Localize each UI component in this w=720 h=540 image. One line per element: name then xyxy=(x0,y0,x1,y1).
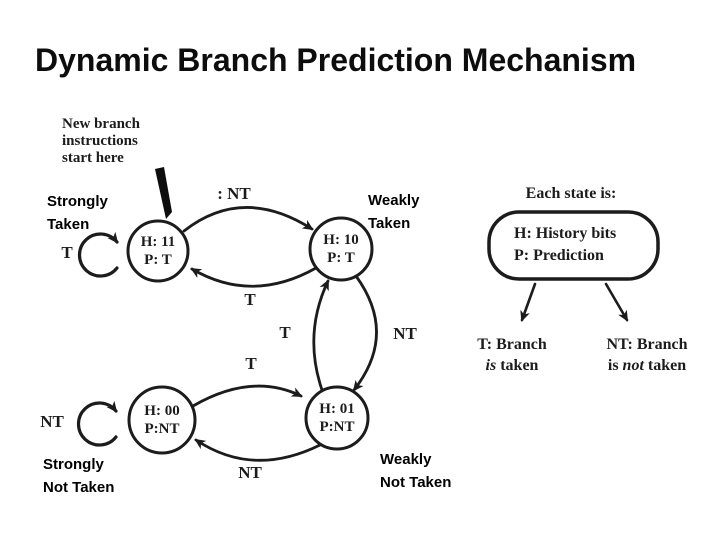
transition-label-t-upper: T xyxy=(244,290,256,309)
start-note-line2: instructions xyxy=(62,133,138,149)
start-note: New branch instructions start here xyxy=(62,116,140,167)
legend-not-taken: NT: Branch is not taken xyxy=(606,334,687,376)
arc-weakly-not-taken-to-weakly-taken xyxy=(312,279,330,392)
legend-history-bits: H: History bits xyxy=(514,225,617,242)
legend-not-taken-pre: is xyxy=(607,357,623,374)
arc-strongly-not-taken-to-weakly-not-taken xyxy=(191,384,303,408)
self-loop-strongly-not-taken xyxy=(76,400,118,447)
self-loop-strongly-taken xyxy=(77,231,119,278)
state-history: H: 10 xyxy=(323,232,359,248)
label-weakly-taken: Weakly Taken xyxy=(368,189,419,235)
legend-taken-line1: T: Branch xyxy=(477,336,547,353)
label-line: Not Taken xyxy=(380,474,452,491)
state-prediction: P: T xyxy=(327,250,355,266)
legend-not-taken-line2: is not taken xyxy=(606,355,687,376)
start-note-line3: start here xyxy=(62,150,124,166)
transition-label-nt-top: : NT xyxy=(217,184,251,203)
arc-weakly-not-taken-to-strongly-not-taken xyxy=(194,438,322,462)
start-arrow xyxy=(155,167,172,219)
state-prediction: P:NT xyxy=(144,421,180,437)
transition-label-nt-down: NT xyxy=(393,324,417,343)
legend-prediction: P: Prediction xyxy=(514,247,604,264)
legend-box-text: H: History bits P: Prediction xyxy=(514,223,616,267)
state-circle-strongly-not-taken xyxy=(127,385,197,455)
label-line: Strongly xyxy=(43,456,104,473)
label-line: Strongly xyxy=(47,193,108,210)
transition-label-t-up: T xyxy=(279,323,291,342)
label-line: Taken xyxy=(368,215,411,232)
start-note-line1: New branch xyxy=(62,116,140,132)
label-weakly-not-taken: Weakly Not Taken xyxy=(380,448,451,494)
legend-box xyxy=(487,210,660,281)
legend-arrow-taken xyxy=(520,282,537,322)
legend-taken-line2: is taken xyxy=(477,355,546,376)
legend-taken: T: Branch is taken xyxy=(477,334,546,376)
label-strongly-not-taken: Strongly Not Taken xyxy=(43,453,114,499)
arc-weakly-taken-to-strongly-taken xyxy=(190,266,318,288)
state-text-strongly-not-taken: H: 00 P:NT xyxy=(144,402,179,438)
arc-weakly-taken-to-weakly-not-taken xyxy=(352,274,378,392)
state-history: H: 01 xyxy=(319,401,355,417)
label-line: Weakly xyxy=(368,192,420,209)
state-text-weakly-not-taken: H: 01 P:NT xyxy=(319,400,354,436)
transition-label-nt-bottom: NT xyxy=(238,463,262,482)
state-circle-weakly-not-taken xyxy=(304,385,370,451)
label-line: Weakly xyxy=(380,451,432,468)
state-text-strongly-taken: H: 11 P: T xyxy=(141,233,176,269)
state-prediction: P:NT xyxy=(319,419,355,435)
transition-label-nt-selfloop: NT xyxy=(40,412,64,431)
legend-not-taken-rest: taken xyxy=(643,357,687,374)
state-text-weakly-taken: H: 10 P: T xyxy=(323,231,358,267)
legend-arrow-not-taken xyxy=(604,282,629,322)
state-circle-strongly-taken xyxy=(126,219,190,283)
legend-not-taken-italic: not xyxy=(622,357,644,374)
transition-label-t-selfloop: T xyxy=(61,243,73,262)
label-strongly-taken: Strongly Taken xyxy=(47,190,108,236)
legend-not-taken-line1: NT: Branch xyxy=(606,336,688,353)
legend-heading: Each state is: xyxy=(525,185,617,202)
state-history: H: 00 xyxy=(144,403,180,419)
slide-title: Dynamic Branch Prediction Mechanism xyxy=(35,42,637,78)
transition-label-t-lower: T xyxy=(245,354,257,373)
legend-taken-rest: taken xyxy=(496,357,539,374)
state-history: H: 11 xyxy=(140,234,176,250)
legend-taken-italic: is xyxy=(485,357,497,374)
arc-strongly-taken-to-weakly-taken xyxy=(182,206,314,233)
state-prediction: P: T xyxy=(144,252,172,268)
label-line: Not Taken xyxy=(43,479,115,496)
label-line: Taken xyxy=(47,216,90,233)
state-circle-weakly-taken xyxy=(308,216,374,282)
